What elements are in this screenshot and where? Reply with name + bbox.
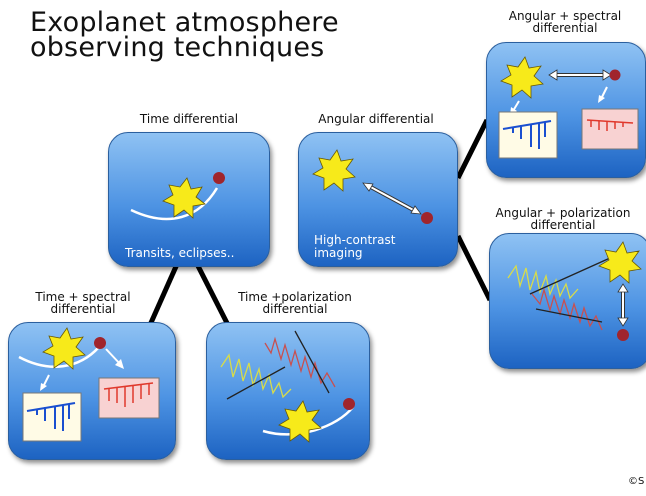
wave-red: [264, 336, 336, 388]
planet-icon: [94, 337, 106, 349]
label-angular-spectral: Angular + spectral differential: [508, 9, 622, 35]
planet-icon: [617, 329, 629, 341]
connector-time-to-time-polarization: [193, 260, 231, 327]
star-icon: [278, 400, 322, 443]
caption-time-differential: Transits, eclipses..: [125, 246, 235, 260]
star-icon: [500, 56, 544, 99]
wave-yellow: [507, 264, 579, 300]
box-time-differential: Transits, eclipses..: [108, 132, 270, 267]
copyright-mark: ©S: [628, 476, 645, 487]
connector-angular-to-angular-spectral: [455, 118, 490, 180]
orbit-arc: [18, 346, 100, 368]
spectrum-panel-star: [22, 392, 82, 442]
diagram-title: Exoplanet atmosphere observing technique…: [30, 7, 339, 63]
box-time-spectral: [8, 322, 176, 460]
spectrum-panel-planet: [581, 108, 639, 150]
box-angular-spectral: [486, 42, 646, 178]
connector-time-to-time-spectral: [147, 260, 181, 327]
connector-angular-to-angular-polarization: [455, 234, 493, 302]
planet-icon: [343, 398, 355, 410]
planet-icon: [421, 212, 433, 224]
label-angular-polarization: Angular + polarization differential: [495, 206, 631, 232]
caption-angular-differential: High-contrast imaging: [314, 233, 396, 260]
box-angular-polarization: [489, 233, 646, 369]
star-icon: [162, 177, 206, 219]
box-angular-differential: High-contrast imaging: [298, 132, 458, 267]
orbit-arc: [130, 187, 219, 221]
star-icon: [42, 327, 86, 370]
label-time-spectral: Time + spectral differential: [35, 290, 131, 316]
label-angular-differential: Angular differential: [318, 112, 434, 126]
spectrum-panel-star: [498, 111, 558, 159]
orbit-arc: [262, 406, 354, 436]
wave-red: [531, 287, 603, 331]
label-time-polarization: Time +polarization differential: [238, 290, 352, 316]
wave-yellow: [220, 353, 292, 399]
planet-icon: [213, 172, 225, 184]
label-time-differential: Time differential: [139, 112, 239, 126]
star-icon: [598, 241, 642, 284]
box-time-polarization: [206, 322, 370, 460]
planet-icon: [609, 69, 621, 81]
star-icon: [312, 149, 356, 192]
